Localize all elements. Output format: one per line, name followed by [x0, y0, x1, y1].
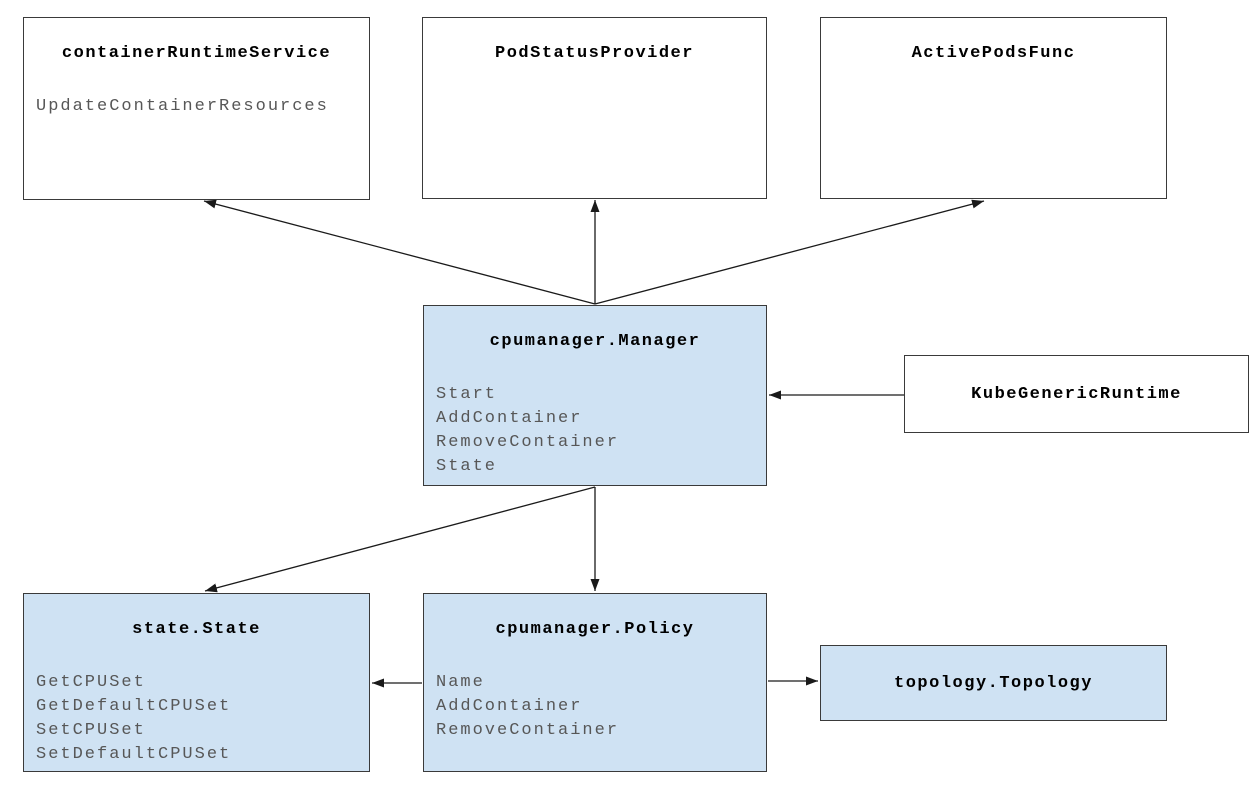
node-title: topology.Topology	[894, 673, 1093, 693]
node-topology-topology: topology.Topology	[820, 645, 1167, 721]
node-title: cpumanager.Policy	[495, 620, 695, 639]
node-kube-generic-runtime: KubeGenericRuntime	[904, 355, 1249, 433]
node-title: cpumanager.Manager	[489, 332, 701, 351]
node-active-pods-func: ActivePodsFunc	[820, 17, 1167, 199]
node-title: KubeGenericRuntime	[971, 384, 1182, 404]
node-title: state.State	[132, 620, 261, 639]
node-pod-status-provider: PodStatusProvider	[422, 17, 767, 199]
edge-manager-to-container-runtime-service	[203, 199, 596, 305]
edge-manager-to-active-pods-func	[594, 199, 985, 305]
edge-manager-to-state	[204, 486, 596, 593]
node-title: ActivePodsFunc	[911, 44, 1076, 63]
node-title: PodStatusProvider	[495, 44, 694, 63]
node-title: containerRuntimeService	[61, 44, 332, 63]
node-methods: UpdateContainerResources	[36, 97, 329, 116]
node-container-runtime-service: containerRuntimeService UpdateContainerR…	[23, 17, 370, 200]
